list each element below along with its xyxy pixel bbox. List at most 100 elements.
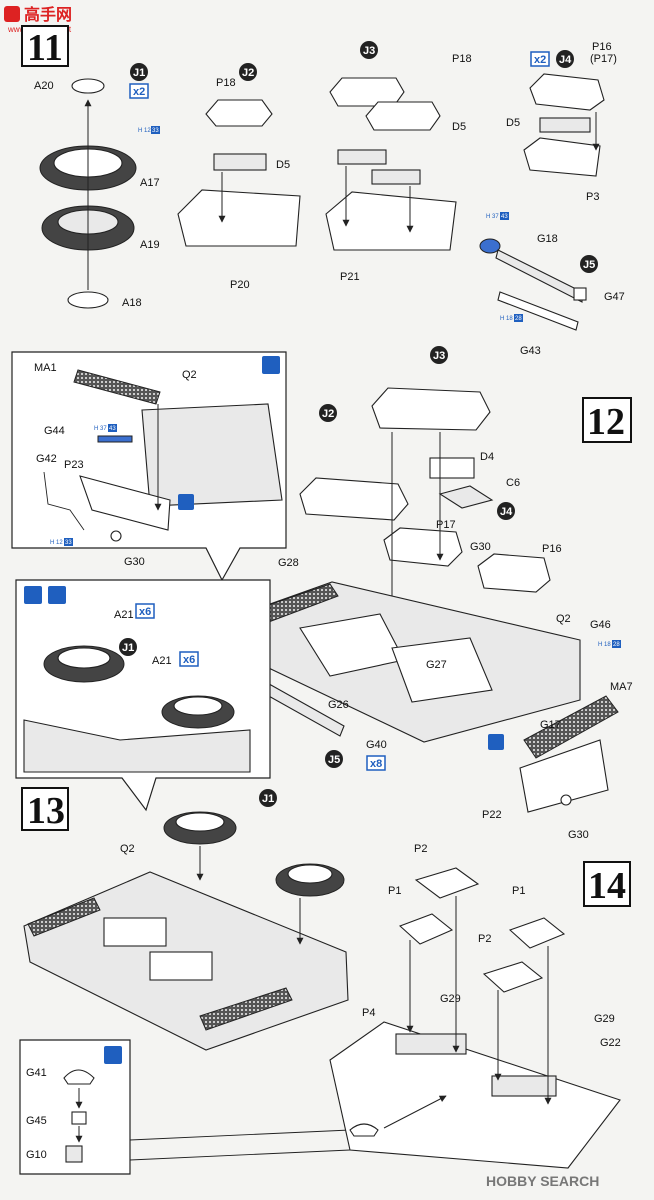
part-hatch-opening — [491, 1075, 557, 1097]
paint-number: 28 — [613, 642, 620, 648]
part-label: G10 — [26, 1149, 47, 1161]
part-label: P16 — [592, 41, 612, 53]
part-axle-base — [67, 291, 109, 309]
part-tool-shaft — [495, 249, 583, 303]
part-box — [429, 457, 475, 479]
part-label: G27 — [426, 659, 447, 671]
part-wheel-rim — [173, 696, 223, 716]
glue-icon — [104, 1046, 122, 1064]
part-light-cover — [63, 1069, 95, 1085]
part-label: Q2 — [120, 843, 135, 855]
paint-code: H 12 — [50, 540, 63, 546]
part-label: P17 — [436, 519, 456, 531]
callout-circle — [556, 50, 574, 68]
part-label: (P17) — [590, 53, 617, 65]
part-engine-grille — [523, 695, 619, 759]
part-hatch-frame — [337, 149, 387, 165]
paint-chip — [151, 126, 160, 134]
step-number: 13 — [27, 790, 65, 832]
callout-circle — [497, 502, 515, 520]
part-label: A20 — [34, 80, 54, 92]
part-label: P22 — [482, 809, 502, 821]
step-box — [21, 25, 69, 67]
part-crank-handle — [43, 471, 85, 531]
step-12-inset: MA1 Q2 G44 H 37 43 G42 P23 H 12 33 G30 — [11, 351, 287, 582]
part-plate — [482, 961, 544, 993]
part-hatch-pair — [371, 387, 491, 431]
part-label: Q2 — [182, 369, 197, 381]
part-plate — [508, 917, 566, 949]
part-hatch-cover — [477, 553, 551, 593]
part-label: C6 — [506, 477, 520, 489]
part-label: G29 — [440, 993, 461, 1005]
paint-code: H 37 — [94, 426, 107, 432]
part-label: MA7 — [610, 681, 633, 693]
part-label: P21 — [340, 271, 360, 283]
step-14: 14 P2 P1 P1 P2 G29 G29 G22 P4 — [329, 843, 631, 1169]
multiplier-label: x2 — [534, 54, 546, 66]
callout-circle — [430, 346, 448, 364]
part-label: G46 — [590, 619, 611, 631]
part-label: G22 — [600, 1037, 621, 1049]
paint-code: H 18 — [598, 642, 611, 648]
part-label: A21 — [152, 655, 172, 667]
callout-label: J1 — [133, 67, 145, 79]
part-hatch — [103, 917, 167, 947]
part-rear-hull-plate — [329, 1021, 621, 1169]
part-label: P23 — [64, 459, 84, 471]
multiplier-label: x6 — [183, 654, 195, 666]
step-box — [582, 397, 632, 443]
step-number: 14 — [588, 865, 626, 907]
glue-icon — [178, 494, 194, 510]
callout-circle — [239, 63, 257, 81]
paint-number: 43 — [109, 426, 116, 432]
callout-circle — [360, 41, 378, 59]
multiplier-badge — [366, 755, 386, 771]
callout-label: J3 — [433, 350, 445, 362]
part-hatch-frame — [539, 117, 591, 133]
part-label: G30 — [124, 556, 145, 568]
callout-label: J5 — [328, 754, 340, 766]
step-box — [583, 861, 631, 907]
callout-label: J4 — [500, 506, 513, 518]
multiplier-label: x6 — [139, 606, 151, 618]
step-11: 11 J1 x2 A20 A17 H 12 33 A19 A18 J2 P18 … — [21, 25, 625, 357]
step-13-inset: A21 x6 J1 A21 x6 — [15, 579, 271, 812]
part-plate — [398, 913, 454, 945]
paint-code: H 37 — [486, 214, 499, 220]
callout-label: J3 — [363, 45, 375, 57]
part-label: MA1 — [34, 362, 57, 374]
part-rear-panel — [79, 475, 171, 531]
part-rear-panel — [519, 739, 609, 813]
part-tool — [97, 435, 133, 443]
paint-code: H 18 — [500, 316, 513, 322]
part-hatch-cover — [299, 477, 409, 521]
part-label: D4 — [480, 451, 494, 463]
glue-icon — [488, 734, 504, 750]
paint-chip — [514, 314, 523, 322]
callout-label: J2 — [242, 67, 254, 79]
part-label: A19 — [140, 239, 160, 251]
multiplier-badge — [129, 83, 149, 99]
paint-number: 33 — [152, 128, 159, 134]
part-label: A17 — [140, 177, 160, 189]
part-label: G30 — [470, 541, 491, 553]
part-wheel-rim — [57, 647, 111, 669]
leader-line — [129, 1129, 351, 1141]
part-label: D5 — [506, 117, 520, 129]
part-hatch-cover — [529, 73, 605, 111]
glue-icon — [262, 356, 280, 374]
part-light-body — [71, 1111, 87, 1125]
callout-circle — [259, 789, 277, 807]
part-hatch-frame — [371, 169, 421, 185]
part-label: P18 — [452, 53, 472, 65]
part-label: P18 — [216, 77, 236, 89]
part-plate — [438, 485, 494, 509]
callout-label: J1 — [122, 642, 134, 654]
part-label: D5 — [452, 121, 466, 133]
inset-frame — [19, 1039, 131, 1175]
part-label: P2 — [478, 933, 491, 945]
part-hatch — [149, 951, 213, 981]
